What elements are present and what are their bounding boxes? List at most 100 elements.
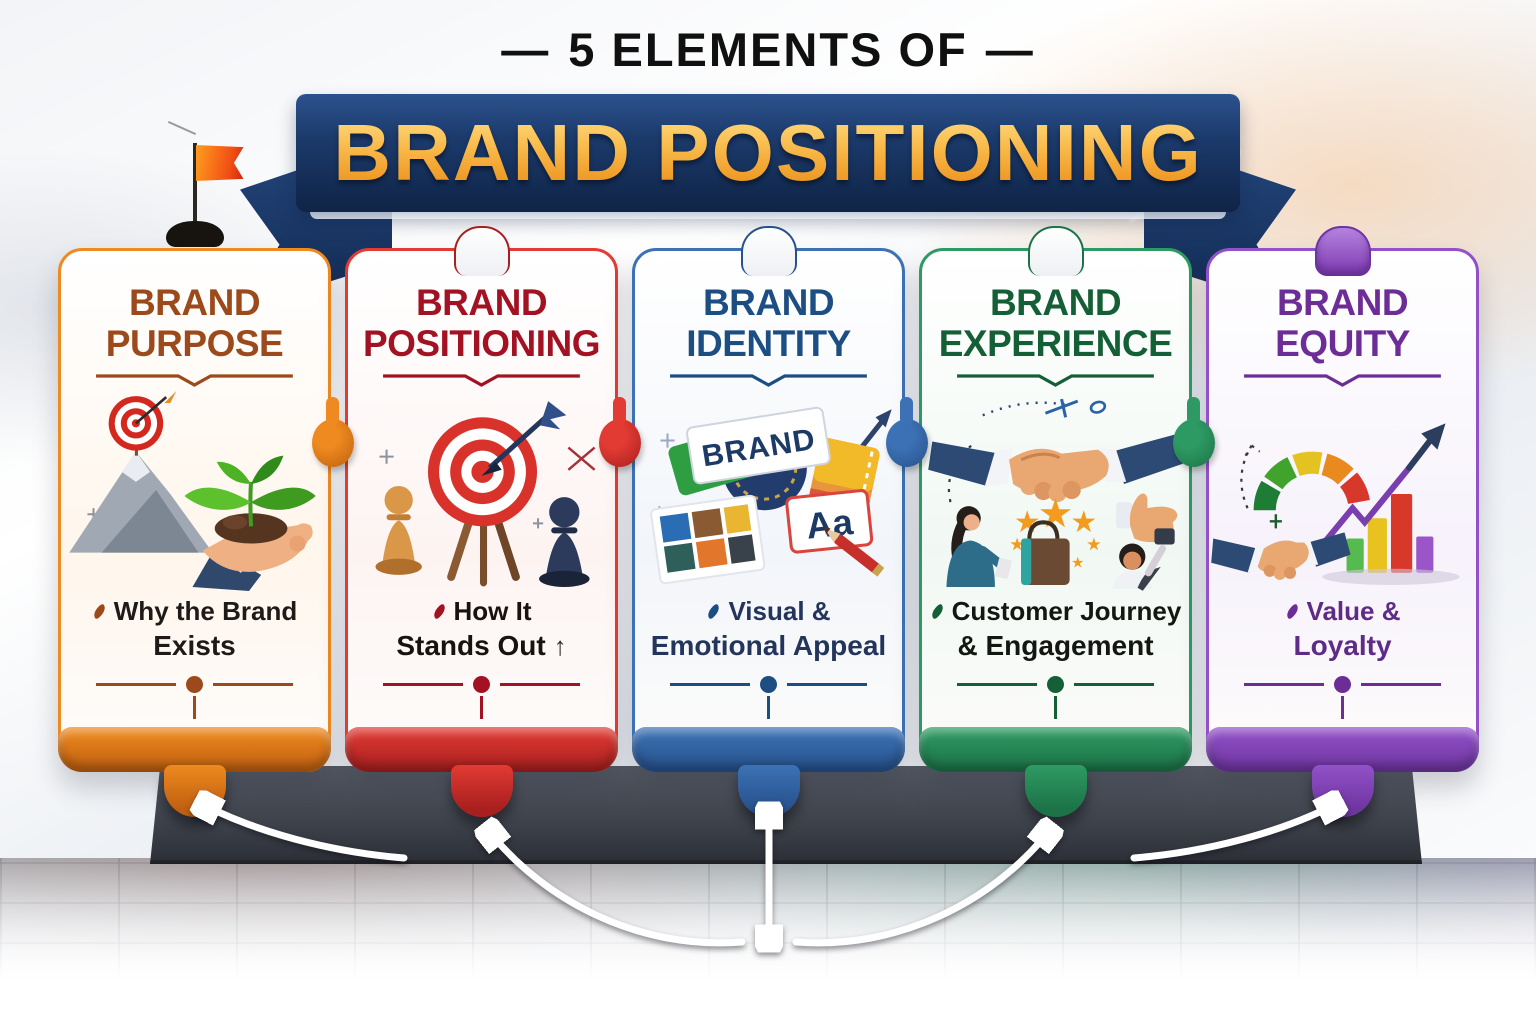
purpose-illustration: [61, 389, 328, 592]
scratch-mark-icon: [567, 447, 596, 472]
rating-stars-icon: [1010, 498, 1101, 568]
card-caption: Visual & Emotional Appeal: [635, 595, 902, 720]
card-bottom-edge: [58, 727, 331, 772]
puzzle-side-knob: [599, 397, 641, 467]
handshake-icon: [1211, 532, 1351, 581]
flag-base: [165, 221, 224, 247]
sparkle-icon: [379, 449, 394, 465]
puzzle-side-knob: [1173, 397, 1215, 467]
flag-wire: [167, 120, 196, 136]
dashed-arc-icon: [947, 440, 978, 503]
divider-stem: [1054, 696, 1057, 720]
card-bottom-edge: [919, 727, 1192, 772]
sparkle-icon: [533, 518, 544, 529]
tick-icon: [928, 603, 946, 620]
caption-divider: [96, 676, 294, 694]
card-bottom-edge: [1206, 727, 1479, 772]
divider-stem: [1341, 696, 1344, 720]
divider-stem: [767, 696, 770, 720]
target-on-pole-icon: [108, 391, 177, 457]
title-divider: [957, 374, 1154, 388]
caption-divider: [670, 676, 868, 694]
caption-divider: [1244, 676, 1442, 694]
customer-with-phone-icon: [946, 506, 1012, 588]
tick-icon: [90, 603, 108, 620]
divider-stem: [193, 696, 196, 720]
puzzle-knob: [453, 226, 510, 276]
card-caption: How It Stands Out↑: [348, 595, 615, 720]
tick-icon: [1283, 603, 1301, 620]
dash-right: —: [985, 23, 1035, 76]
floor: [0, 858, 1536, 1024]
plane-doodle-icon: [982, 399, 1107, 418]
puzzle-knob: [1027, 226, 1084, 276]
equity-illustration: [1209, 389, 1476, 591]
divider-dot: [1047, 676, 1064, 694]
mountain-icon: [69, 451, 213, 553]
color-palette-icon: [650, 495, 766, 585]
caption-divider: [383, 676, 581, 694]
divider-dot: [186, 676, 203, 694]
card-caption: Why the Brand Exists: [61, 595, 328, 720]
kicker-title: — 5 ELEMENTS OF —: [0, 22, 1536, 77]
title-divider: [96, 374, 293, 388]
bell-knob: [1314, 226, 1371, 276]
puzzle-side-knob: [312, 397, 354, 467]
identity-illustration: BRAND Aa: [635, 389, 902, 591]
up-arrow-icon: [859, 409, 892, 450]
up-arrow-icon: ↑: [553, 630, 567, 661]
title-ribbon: BRAND POSITIONING: [240, 94, 1296, 310]
handshake-icon: [928, 433, 1183, 503]
title-divider: [383, 374, 580, 388]
puzzle-side-knob: [886, 397, 928, 467]
tick-icon: [705, 603, 723, 620]
fan-with-phone-icon: [1112, 528, 1175, 592]
tick-icon: [430, 603, 448, 620]
floor-fade: [0, 858, 1536, 1024]
divider-stem: [480, 696, 483, 720]
caption-divider: [957, 676, 1155, 694]
hand-seedling-icon: [184, 456, 316, 592]
title-divider: [670, 374, 867, 388]
puzzle-bottom-tab: [1024, 765, 1087, 817]
positioning-illustration: [348, 389, 615, 591]
main-title: BRAND POSITIONING: [333, 108, 1203, 197]
puzzle-knob: [740, 226, 797, 276]
card-caption: Customer Journey & Engagement: [922, 595, 1189, 720]
kicker-text: 5 ELEMENTS OF: [568, 23, 968, 76]
sparkle-icon: [660, 433, 675, 448]
dashed-arc-icon: [1240, 445, 1261, 509]
card-bottom-edge: [632, 727, 905, 772]
shopping-bag-icon: [1021, 520, 1070, 586]
card-caption: Value & Loyalty: [1209, 595, 1476, 720]
experience-illustration: [922, 389, 1189, 592]
flag-cloth: [195, 145, 244, 181]
rising-arrow-icon: [1321, 423, 1446, 546]
brand-card-icon: BRAND: [686, 407, 831, 485]
pencil-icon: [824, 528, 885, 577]
chess-pawns-icon: [375, 486, 590, 588]
dash-left: —: [501, 23, 551, 76]
red-flag-icon: [165, 120, 244, 247]
divider-dot: [1334, 676, 1351, 694]
divider-dot: [760, 676, 777, 694]
ribbon-band: BRAND POSITIONING: [296, 94, 1240, 219]
typography-card-icon: Aa: [785, 489, 874, 554]
title-divider: [1244, 374, 1441, 388]
divider-dot: [473, 676, 490, 694]
growth-bar-chart-icon: [1322, 494, 1460, 586]
card-bottom-edge: [345, 727, 618, 772]
puzzle-bottom-tab: [450, 765, 513, 817]
